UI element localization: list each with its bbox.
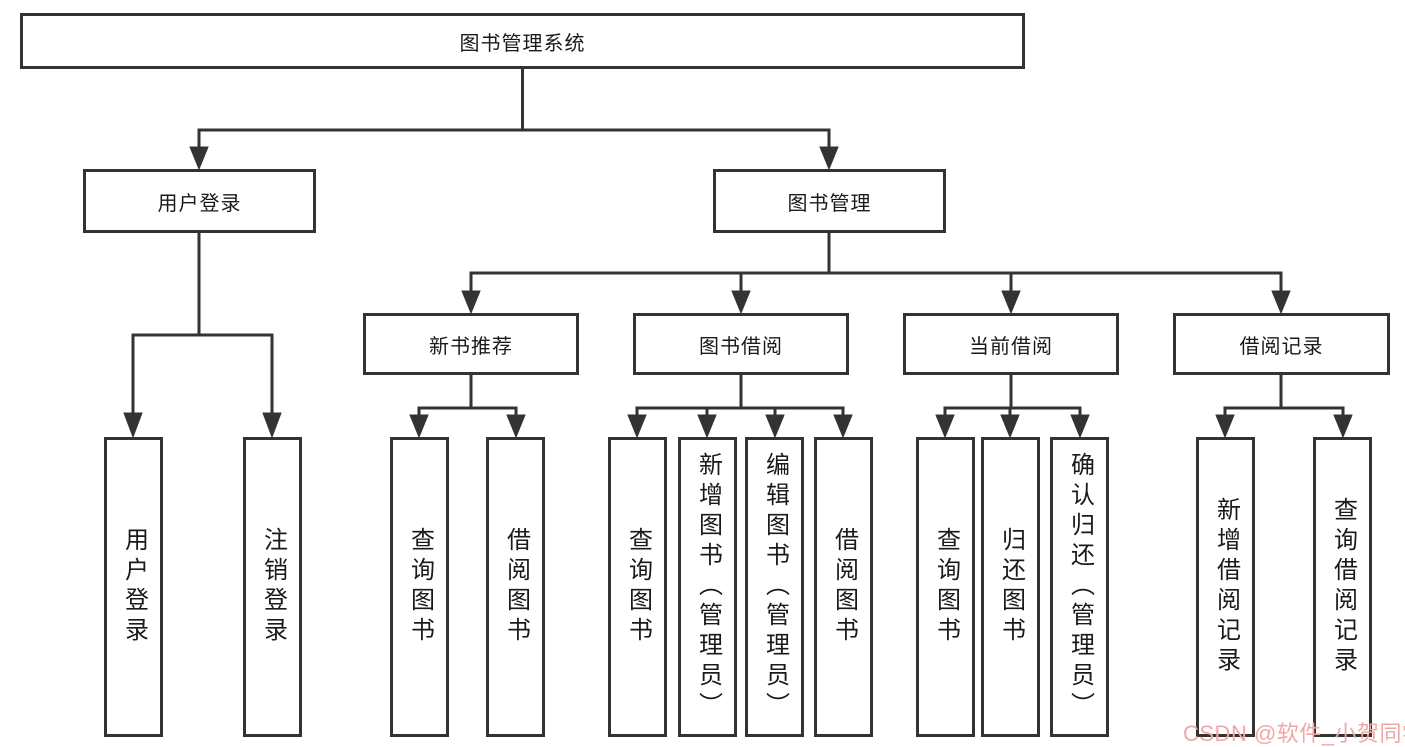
- leaf-add-books-admin: 新增图书（管理员）: [678, 437, 737, 737]
- leaf-return-books: 归还图书: [981, 437, 1040, 737]
- connector-records-branch: [1215, 375, 1353, 439]
- node-book-borrowing: 图书借阅: [633, 313, 849, 375]
- node-library-management-system: 图书管理系统: [20, 13, 1025, 69]
- leaf-borrow-books-recommend: 借阅图书: [486, 437, 545, 737]
- leaf-query-borrow-record: 查询借阅记录: [1313, 437, 1372, 737]
- connector-book-mgmt-branch: [461, 233, 1291, 315]
- leaf-add-borrow-record: 新增借阅记录: [1196, 437, 1255, 737]
- leaf-confirm-return-admin: 确认归还（管理员）: [1050, 437, 1109, 737]
- csdn-watermark: CSDN @软件_小贺同学: [1183, 721, 1405, 746]
- node-book-management: 图书管理: [713, 169, 946, 233]
- node-borrowing-records: 借阅记录: [1173, 313, 1390, 375]
- connector-new-books-branch: [409, 375, 526, 439]
- leaf-query-books-current: 查询图书: [916, 437, 975, 737]
- leaf-query-books-recommend: 查询图书: [390, 437, 449, 737]
- node-current-borrowing: 当前借阅: [903, 313, 1119, 375]
- leaf-edit-books-admin: 编辑图书（管理员）: [745, 437, 804, 737]
- connector-user-login-branch: [123, 233, 282, 439]
- connector-root-to-level2: [189, 69, 839, 171]
- leaf-user-login: 用户登录: [104, 437, 163, 737]
- leaf-borrow-books: 借阅图书: [814, 437, 873, 737]
- connector-current-branch: [935, 375, 1090, 439]
- node-user-login: 用户登录: [83, 169, 316, 233]
- leaf-query-books-borrowing: 查询图书: [608, 437, 667, 737]
- leaf-logout: 注销登录: [243, 437, 302, 737]
- connector-borrowing-branch: [627, 375, 853, 439]
- node-new-book-recommend: 新书推荐: [363, 313, 579, 375]
